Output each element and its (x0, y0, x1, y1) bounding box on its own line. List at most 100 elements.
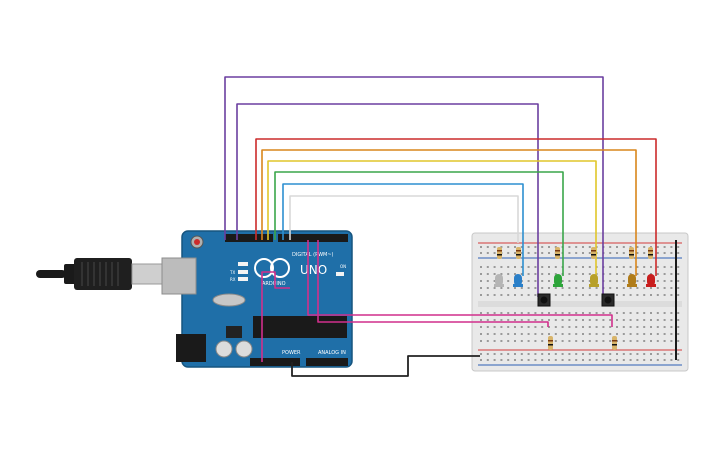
breadboard-hole (609, 246, 612, 248)
breadboard-hole (670, 246, 673, 248)
breadboard-hole (520, 333, 523, 335)
led-orange (627, 274, 637, 287)
breadboard-hole (568, 340, 571, 342)
power-header (250, 358, 300, 366)
breadboard-hole (643, 333, 646, 335)
breadboard-hole (636, 353, 639, 355)
breadboard-hole (554, 273, 557, 275)
breadboard-hole (534, 246, 537, 248)
breadboard-hole (650, 333, 652, 335)
breadboard-hole (514, 266, 516, 268)
breadboard-hole (520, 319, 523, 321)
breadboard-hole (541, 246, 544, 248)
breadboard-hole (500, 353, 503, 355)
led-white (494, 274, 504, 287)
power-label: POWER (282, 350, 301, 356)
breadboard-hole (486, 326, 489, 328)
breadboard-hole (643, 280, 646, 282)
breadboard-hole (636, 246, 639, 248)
breadboard-hole (582, 353, 584, 355)
breadboard-hole (493, 326, 496, 328)
breadboard-hole (582, 273, 584, 275)
breadboard-hole (656, 287, 659, 289)
led-on (336, 272, 344, 276)
breadboard-hole (636, 319, 639, 321)
breadboard-hole (629, 353, 632, 355)
breadboard-hole (588, 246, 591, 248)
wire-magenta-2 (317, 240, 549, 327)
breadboard-hole (493, 340, 496, 342)
breadboard-hole (622, 294, 625, 296)
breadboard-hole (609, 340, 612, 342)
breadboard-hole (609, 312, 612, 314)
breadboard-hole (507, 326, 510, 328)
breadboard-hole (636, 252, 639, 254)
breadboard-hole (575, 280, 578, 282)
breadboard-hole (527, 287, 530, 289)
breadboard-hole (582, 340, 584, 342)
breadboard-hole (588, 326, 591, 328)
wire-blue (282, 183, 524, 276)
resistor (648, 247, 653, 259)
push-button-2[interactable] (601, 293, 615, 307)
breadboard-hole (595, 353, 598, 355)
breadboard-hole (507, 359, 510, 361)
breadboard-hole (616, 353, 618, 355)
breadboard-hole (500, 294, 503, 296)
breadboard[interactable] (471, 232, 689, 372)
breadboard-hole (663, 280, 666, 282)
breadboard-hole (561, 287, 564, 289)
breadboard-hole (500, 326, 503, 328)
breadboard-hole (595, 319, 598, 321)
breadboard-hole (493, 319, 496, 321)
breadboard-hole (486, 333, 489, 335)
board-logo-text: UNO (300, 263, 327, 277)
analog-label: ANALOG IN (318, 350, 346, 356)
breadboard-hole (588, 353, 591, 355)
breadboard-hole (643, 312, 646, 314)
breadboard-hole (609, 359, 612, 361)
breadboard-hole (520, 359, 523, 361)
breadboard-hole (629, 326, 632, 328)
breadboard-hole (548, 319, 550, 321)
digital-header-2 (278, 234, 348, 242)
breadboard-hole (588, 359, 591, 361)
breadboard-hole (616, 280, 618, 282)
breadboard-hole (568, 353, 571, 355)
breadboard-hole (486, 266, 489, 268)
breadboard-hole (514, 333, 516, 335)
leds (494, 274, 656, 287)
breadboard-hole (534, 340, 537, 342)
breadboard-hole (507, 353, 510, 355)
on-label: ON (340, 264, 346, 269)
breadboard-hole (582, 266, 584, 268)
breadboard-hole (609, 287, 612, 289)
breadboard-hole (527, 273, 530, 275)
breadboard-hole (656, 246, 659, 248)
breadboard-hole (588, 273, 591, 275)
resistor (555, 247, 560, 259)
breadboard-hole (554, 333, 557, 335)
breadboard-hole (534, 266, 537, 268)
power-jack (176, 334, 206, 362)
analog-header (306, 358, 348, 366)
breadboard-hole (622, 273, 625, 275)
arduino-board[interactable]: UNO ARDUINO DIGITAL (PWM~) POWER ANALOG … (161, 230, 353, 368)
breadboard-hole (663, 326, 666, 328)
breadboard-holes (480, 246, 680, 361)
breadboard-hole (568, 312, 571, 314)
breadboard-hole (480, 359, 482, 361)
breadboard-hole (629, 273, 632, 275)
breadboard-hole (493, 273, 496, 275)
breadboard-hole (616, 287, 618, 289)
breadboard-hole (507, 252, 510, 254)
breadboard-hole (650, 312, 652, 314)
wire-ground (291, 355, 480, 377)
breadboard-hole (643, 319, 646, 321)
breadboard-hole (582, 294, 584, 296)
usb-cable-tail (36, 270, 66, 278)
breadboard-hole (650, 287, 652, 289)
breadboard-hole (486, 252, 489, 254)
push-button-1[interactable] (537, 293, 551, 307)
breadboard-hole (670, 280, 673, 282)
